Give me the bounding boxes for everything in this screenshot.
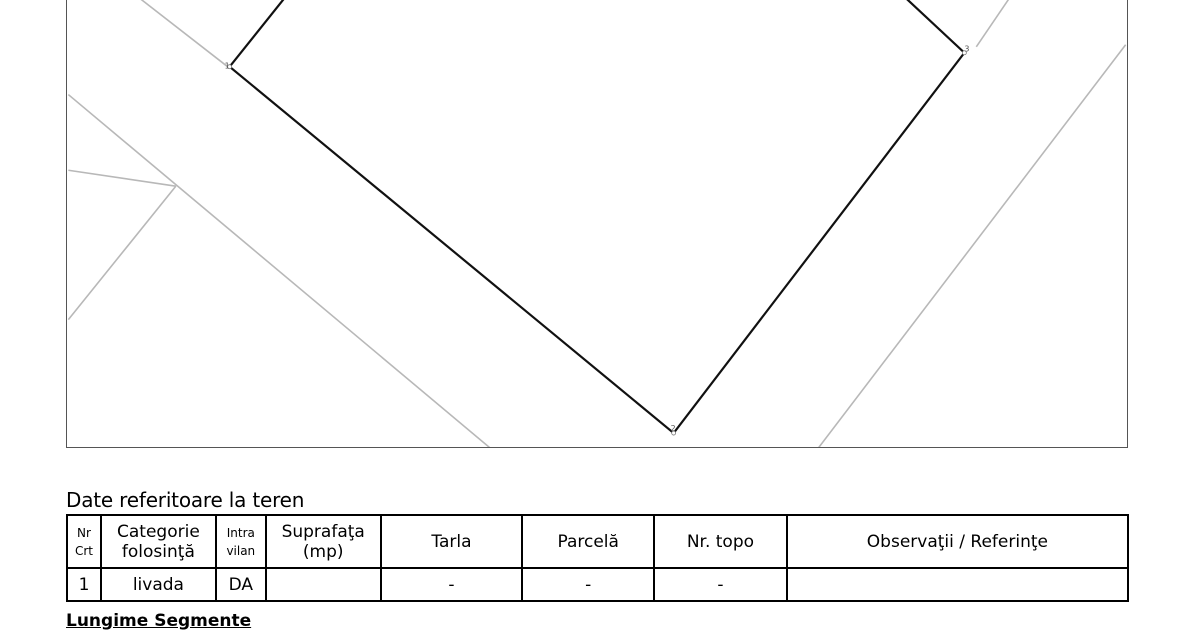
header-nr-topo: Nr. topo: [653, 514, 788, 569]
header-nr-crt: Nr Crt: [66, 514, 102, 569]
vertex-marker-1: [227, 64, 233, 70]
teren-table: Nr Crt Categorie folosinţă Intra vilan S…: [66, 514, 1130, 602]
header-intravilan-line2: vilan: [226, 543, 256, 558]
header-suprafata: Suprafaţa (mp): [264, 514, 382, 569]
cell-suprafata: [264, 567, 382, 602]
header-intravilan: Intra vilan: [214, 514, 267, 569]
cell-observatii: [785, 567, 1130, 602]
section-title-teren: Date referitoare la teren: [66, 488, 305, 512]
parcel-boundary: [228, 0, 966, 435]
parcel-plan-drawing: 1 2 3: [67, 0, 1127, 447]
neighbor-boundary-line: [68, 169, 176, 187]
cell-tarla: -: [379, 567, 524, 602]
header-observatii: Observaţii / Referinţe: [785, 514, 1130, 569]
cell-categorie: livada: [99, 567, 217, 602]
header-intravilan-line1: Intra: [226, 525, 255, 540]
header-categorie-line2: folosinţă: [121, 541, 195, 562]
vertex-label-1: 1: [225, 62, 230, 71]
header-categorie-line1: Categorie: [117, 521, 200, 542]
cell-nr-topo: -: [653, 567, 788, 602]
vertex-marker-2: [671, 430, 677, 436]
parcel-plan: 1 2 3: [66, 0, 1128, 448]
cell-parcela: -: [521, 567, 656, 602]
header-suprafata-line2: (mp): [302, 541, 344, 562]
cell-nr: 1: [66, 567, 102, 602]
vertex-label-3: 3: [964, 45, 969, 54]
neighbor-boundary-line: [140, 0, 229, 68]
header-nr-line2: Crt: [74, 543, 93, 558]
neighbor-boundary-line: [67, 185, 177, 321]
neighbor-boundary-line: [67, 93, 491, 447]
neighbor-boundary-line: [975, 0, 1010, 48]
section-title-segmente: Lungime Segmente: [66, 611, 252, 630]
neighbor-boundary-line: [818, 44, 1127, 447]
cell-intravilan: DA: [214, 567, 267, 602]
table-row: 1 livada DA - - -: [66, 567, 1130, 602]
vertex-label-2: 2: [671, 424, 676, 433]
header-categorie: Categorie folosinţă: [99, 514, 217, 569]
header-tarla: Tarla: [379, 514, 524, 569]
table-header-row: Nr Crt Categorie folosinţă Intra vilan S…: [66, 514, 1130, 569]
header-nr-line1: Nr: [77, 525, 91, 540]
vertex-marker-3: [961, 50, 967, 56]
header-parcela: Parcelă: [521, 514, 656, 569]
header-suprafata-line1: Suprafaţa: [281, 521, 365, 542]
